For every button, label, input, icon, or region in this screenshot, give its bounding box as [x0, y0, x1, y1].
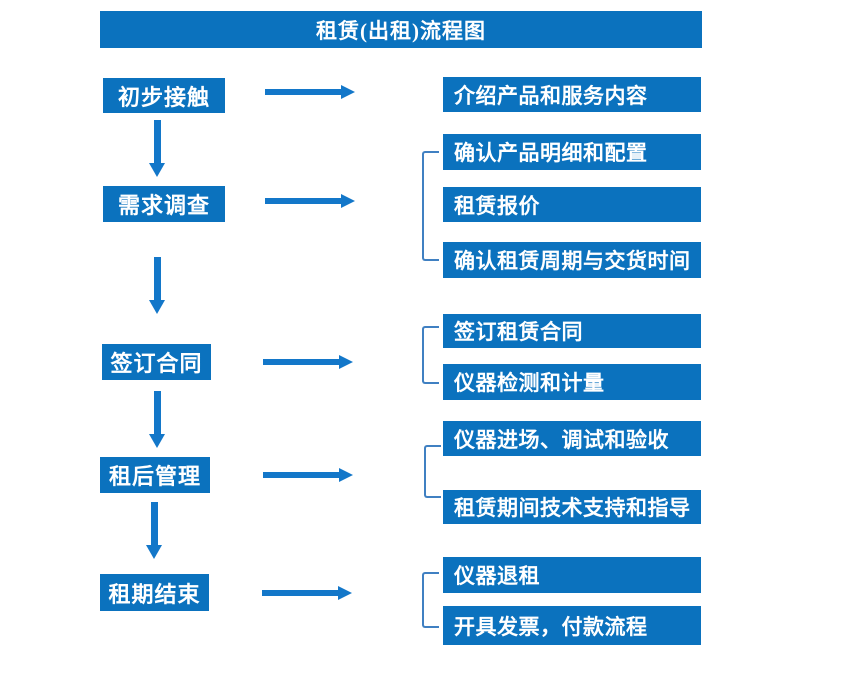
- arrow-down: [149, 257, 165, 314]
- detail-box-invoice-payment: 开具发票，付款流程: [443, 606, 701, 645]
- bracket: [422, 151, 439, 261]
- detail-box-technical-support: 租赁期间技术支持和指导: [443, 490, 701, 524]
- arrow-down: [149, 120, 165, 177]
- detail-box-instrument-entry: 仪器进场、调试和验收: [443, 421, 701, 456]
- arrow-right: [263, 468, 353, 482]
- arrow-right: [263, 355, 353, 369]
- detail-box-confirm-product-details: 确认产品明细和配置: [443, 134, 701, 170]
- detail-box-introduce-services: 介绍产品和服务内容: [443, 77, 701, 112]
- arrow-down: [146, 502, 162, 559]
- arrow-down: [149, 391, 165, 448]
- detail-box-instrument-return: 仪器退租: [443, 557, 701, 593]
- step-box-initial-contact: 初步接触: [103, 78, 225, 113]
- bracket: [422, 326, 439, 384]
- detail-box-rental-quote: 租赁报价: [443, 187, 701, 222]
- bracket: [424, 445, 441, 498]
- step-box-post-rental-management: 租后管理: [100, 457, 210, 493]
- detail-box-confirm-rental-period: 确认租赁周期与交货时间: [443, 242, 701, 278]
- step-box-demand-survey: 需求调查: [103, 186, 225, 222]
- arrow-right: [265, 85, 355, 99]
- detail-box-instrument-testing: 仪器检测和计量: [443, 364, 701, 400]
- flowchart-title: 租赁(出租)流程图: [100, 11, 702, 48]
- step-box-rental-end: 租期结束: [100, 574, 209, 611]
- step-box-sign-contract: 签订合同: [102, 344, 211, 380]
- detail-box-sign-rental-contract: 签订租赁合同: [443, 314, 701, 348]
- arrow-right: [265, 194, 355, 208]
- bracket: [422, 572, 439, 628]
- arrow-right: [262, 586, 352, 600]
